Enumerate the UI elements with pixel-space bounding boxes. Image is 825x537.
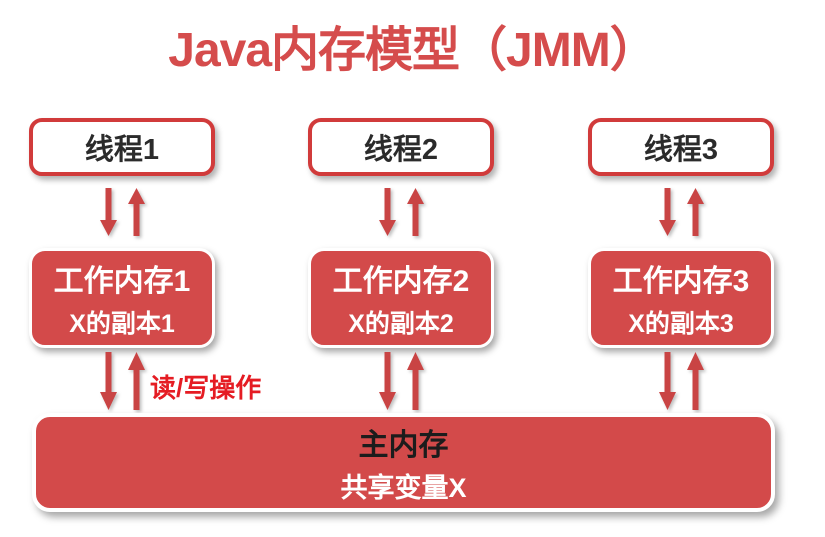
main-memory-label: 主内存 [358,428,449,462]
up-arrow-icon [127,351,145,410]
memory-2-arrows [378,348,424,413]
work-memory-1-box: 工作内存1 X的副本1 [29,248,215,348]
main-memory-box: 主内存 共享变量X [32,413,775,512]
x-copy-2-label: X的副本2 [348,310,454,339]
thread-column-1: 线程1 工作内存1 X的副本1 [29,118,215,413]
work-memory-1-label: 工作内存1 [53,264,191,298]
shared-variable-label: 共享变量X [340,473,467,504]
down-arrow-icon [99,351,117,410]
down-arrow-icon [99,188,117,236]
thread-1-label: 线程1 [84,134,160,166]
thread-1-box: 线程1 [29,118,215,176]
thread-2-arrows [378,176,424,248]
up-arrow-icon [686,188,704,236]
thread-2-box: 线程2 [308,118,494,176]
down-arrow-icon [378,351,396,410]
x-copy-1-label: X的副本1 [69,310,175,339]
x-copy-3-label: X的副本3 [628,310,734,339]
work-memory-3-label: 工作内存3 [612,264,750,298]
thread-1-arrows [99,176,145,248]
down-arrow-icon [378,188,396,236]
thread-column-2: 线程2 工作内存2 X的副本2 [308,118,494,413]
down-arrow-icon [658,188,676,236]
up-arrow-icon [127,188,145,236]
work-memory-3-box: 工作内存3 X的副本3 [588,248,774,348]
work-memory-2-label: 工作内存2 [332,264,470,298]
up-arrow-icon [406,351,424,410]
memory-1-arrows [99,348,145,413]
thread-2-label: 线程2 [363,134,439,166]
down-arrow-icon [658,351,676,410]
work-memory-2-box: 工作内存2 X的副本2 [308,248,494,348]
page-title: Java内存模型（JMM） [168,24,657,77]
up-arrow-icon [686,351,704,410]
up-arrow-icon [406,188,424,236]
thread-3-arrows [658,176,704,248]
thread-column-3: 线程3 工作内存3 X的副本3 [588,118,774,413]
read-write-label: 读/写操作 [150,373,262,403]
thread-3-label: 线程3 [643,134,719,166]
memory-3-arrows [658,348,704,413]
thread-3-box: 线程3 [588,118,774,176]
